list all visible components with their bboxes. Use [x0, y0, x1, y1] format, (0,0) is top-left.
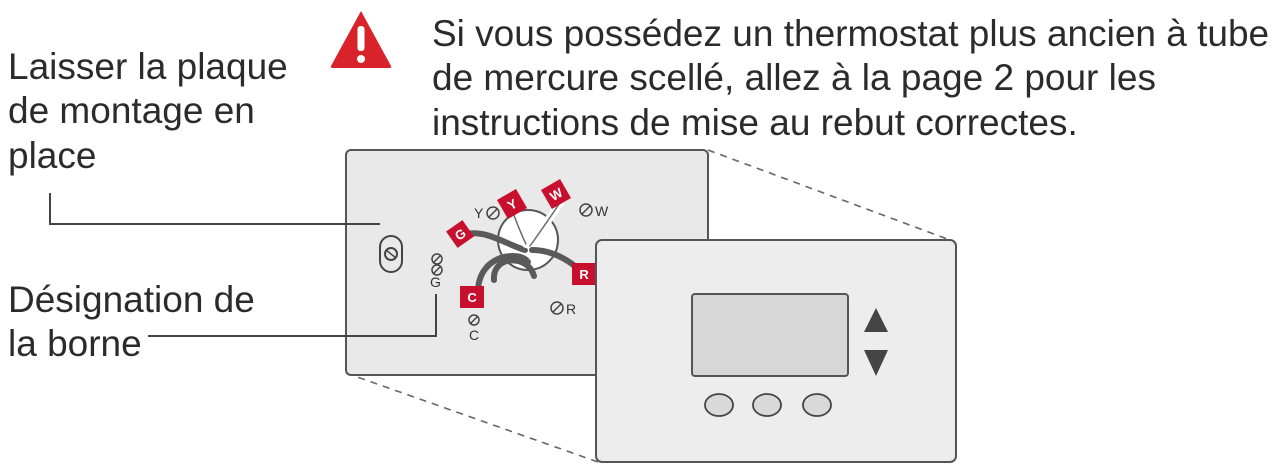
terminal-label-w: W — [595, 203, 609, 219]
screw-c — [468, 314, 480, 326]
screw-y — [486, 206, 500, 220]
wire-loop — [491, 257, 537, 283]
terminal-callout: Désignation de la borne — [8, 278, 308, 367]
warning-line-3: instructions de mise au rebut correctes. — [432, 101, 1078, 143]
wire-g — [463, 230, 528, 253]
mounting-plate-callout: Laisser la plaque de montage en place — [8, 45, 308, 178]
warning-line-1: Si vous possédez un thermostat plus anci… — [432, 13, 1270, 54]
terminal-label-r: R — [566, 301, 576, 317]
wire-tag-r-label: R — [579, 267, 589, 282]
mounting-plate-line-1: Laisser la plaque — [8, 46, 288, 87]
terminal-line-1: Désignation de — [8, 279, 255, 320]
thermostat-button-3 — [802, 393, 832, 417]
terminal-screws — [431, 203, 593, 326]
warning-line-2: de mercure scellé, allez à la page 2 pou… — [432, 57, 1156, 99]
arrow-down-icon — [864, 350, 888, 376]
screw-g-top — [431, 253, 443, 265]
projection-line-bottom — [345, 372, 599, 463]
thermostat-button-1 — [704, 393, 734, 417]
leader-line-mounting-plate — [49, 193, 380, 225]
wire-tag-g: G — [446, 220, 474, 248]
thermostat-display — [691, 293, 849, 377]
warning-text: Si vous possédez un thermostat plus anci… — [432, 12, 1272, 145]
projection-lines — [345, 149, 951, 463]
wire-tag-w: W — [540, 178, 572, 210]
projection-line-top — [707, 149, 951, 241]
mounting-plate-line-3: place — [8, 134, 97, 176]
wire-tag-y: Y — [496, 188, 528, 220]
screw-w — [579, 203, 593, 217]
leader-line-terminal — [148, 294, 437, 337]
mounting-plate-line-2: de montage en — [8, 90, 255, 132]
screw-r — [550, 301, 564, 315]
wire-tag-c-label: C — [467, 290, 477, 305]
terminal-line-2: la borne — [8, 323, 142, 365]
wire-tag-c: C — [460, 286, 484, 308]
screw-g — [431, 264, 443, 276]
wire-c — [475, 253, 531, 295]
warning-triangle-icon — [330, 11, 392, 68]
terminal-label-y: Y — [474, 205, 484, 221]
arrow-up-icon — [864, 308, 888, 332]
wire-tag-r: R — [572, 263, 596, 285]
terminal-label-g: G — [430, 274, 441, 290]
thermostat-button-2 — [752, 393, 782, 417]
terminal-label-c: C — [469, 327, 479, 343]
mounting-slot — [379, 235, 403, 273]
